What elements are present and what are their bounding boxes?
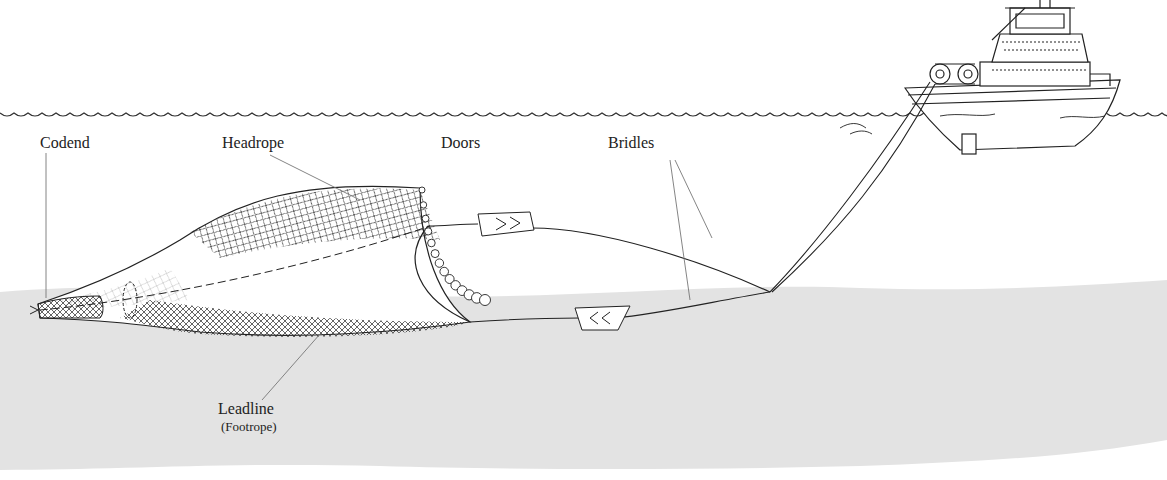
trawler [840,0,1120,154]
trawl-net [30,186,470,337]
otter-doors [478,212,630,330]
part-label: Leadline [218,400,274,418]
leader-lines [46,153,712,400]
part-label: Codend [40,134,90,152]
headrope-floats [419,187,491,306]
warp-lines [428,82,935,322]
seabed [0,280,1167,470]
part-sublabel: (Footrope) [221,420,277,434]
part-label: Doors [441,134,480,152]
part-label: Headrope [222,134,284,152]
part-label: Bridles [608,134,654,152]
